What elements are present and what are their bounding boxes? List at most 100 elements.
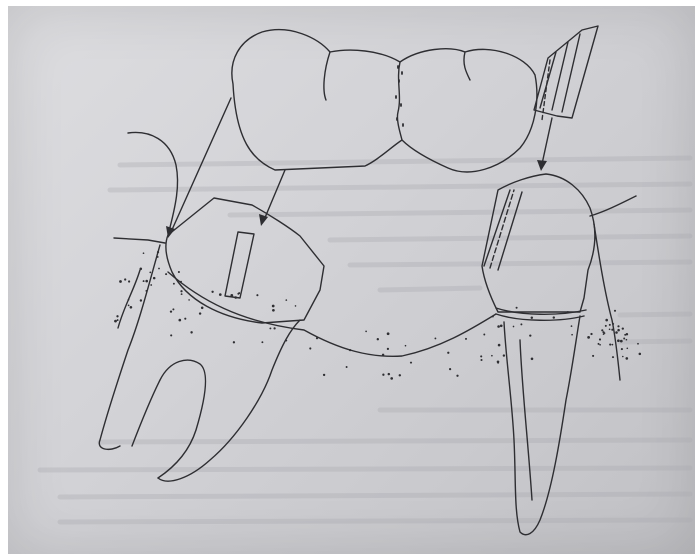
stipple-dot: [513, 326, 515, 328]
insertion-arrows: [166, 98, 552, 238]
right-gingival-margin: [496, 308, 586, 314]
stipple-dot: [480, 355, 482, 357]
stipple-dot: [149, 272, 151, 274]
stipple-dot: [399, 374, 401, 376]
stipple-dot: [571, 325, 573, 327]
stipple-dot: [447, 352, 449, 354]
stipple-dot: [626, 339, 628, 341]
stipple-dot: [273, 327, 275, 329]
stipple-dot: [567, 311, 569, 313]
stipple-dot: [387, 348, 389, 350]
stipple-dot: [604, 332, 606, 334]
left-inner-root-line: [118, 270, 140, 328]
stipple-dot: [626, 347, 628, 349]
stipple-dot: [140, 268, 143, 271]
stipple-dot: [625, 357, 628, 360]
stipple-dot: [480, 359, 482, 361]
stipple-dot: [172, 308, 174, 310]
right-tooth-root: [504, 316, 580, 535]
stipple-dot: [316, 337, 318, 339]
stipple-dot: [587, 336, 590, 339]
stipple-dot: [516, 307, 518, 309]
stipple-dot: [272, 305, 275, 308]
stipple-dot: [309, 347, 311, 349]
right-abutment-crown: [482, 174, 595, 312]
stipple-dot: [609, 324, 611, 326]
stipple-dot: [612, 323, 614, 325]
stipple-dot: [145, 290, 147, 292]
left-rest-seat: [225, 232, 254, 298]
attachment-groove-4: [542, 60, 550, 120]
stipple-dot: [612, 356, 614, 358]
stipple-dot: [117, 319, 119, 321]
arrow-right: [542, 118, 552, 164]
right-adjacent-tooth: [594, 224, 620, 380]
stipple-dot: [388, 373, 390, 375]
stipple-dot: [410, 362, 412, 364]
stipple-dot: [128, 299, 130, 301]
stipple-dot: [349, 349, 351, 351]
stipple-dot: [158, 268, 160, 270]
stipple-dot: [612, 344, 614, 346]
stipple-dot: [178, 271, 180, 273]
stipple-dot: [456, 375, 458, 377]
stipple-dot: [211, 291, 213, 293]
stipple-dot: [434, 337, 436, 339]
stipple-dot: [128, 280, 130, 282]
stipple-dot: [285, 340, 287, 342]
stipple-dot: [609, 344, 611, 346]
stipple-dot: [124, 278, 126, 280]
stipple-dot: [199, 312, 201, 314]
stipple-dot: [201, 307, 204, 310]
stipple-dot: [590, 333, 592, 335]
stipple-dot: [256, 294, 258, 296]
stipple-dot: [230, 294, 233, 297]
stipple-dot: [520, 323, 522, 325]
stipple-dot: [180, 281, 182, 283]
stipple-dot: [605, 325, 607, 327]
stipple-dot: [592, 355, 594, 357]
stipple-dot: [639, 353, 642, 356]
stipple-dot: [130, 306, 133, 309]
stipple-dot: [637, 343, 639, 345]
stipple-dot: [620, 340, 623, 343]
stipple-dot: [497, 325, 500, 328]
stipple-dot: [621, 348, 623, 350]
stipple-dot: [346, 366, 348, 368]
stipple-dot: [615, 331, 618, 334]
stipple-dot: [390, 377, 393, 380]
stipple-dot: [571, 334, 573, 336]
stipple-dot: [285, 299, 287, 301]
stipple-dot: [449, 368, 451, 370]
stipple-dot: [181, 293, 183, 295]
left-tooth-root-distal: [158, 320, 300, 481]
stipple-dot: [128, 305, 130, 307]
stipple-dot: [387, 332, 390, 335]
edentulous-ridge: [168, 272, 496, 356]
stipple-dot: [165, 273, 167, 275]
stipple-dot: [323, 374, 325, 376]
stipple-dot: [531, 316, 533, 318]
stipple-dot: [145, 280, 148, 283]
stipple-dot: [153, 277, 156, 280]
stipple-dot: [623, 338, 625, 340]
stipple-dot: [609, 328, 611, 330]
stipple-dot: [605, 319, 608, 322]
stipple-dot: [553, 316, 555, 318]
stipple-dot: [116, 315, 118, 317]
stipple-dot: [234, 296, 237, 299]
stipple-dot: [170, 310, 172, 312]
stipple-dot: [143, 280, 145, 282]
stipple-dot: [261, 341, 263, 343]
bridge-pontic: [232, 30, 537, 172]
stipple-dot: [598, 343, 600, 345]
stipple-dot: [497, 362, 499, 364]
bridge-connector-right: [464, 52, 470, 80]
stipple-dot: [143, 252, 145, 254]
stipple-dot: [503, 354, 505, 356]
stipple-dot: [184, 318, 186, 320]
stipple-dot: [170, 334, 172, 336]
stipple-dot: [617, 339, 620, 342]
